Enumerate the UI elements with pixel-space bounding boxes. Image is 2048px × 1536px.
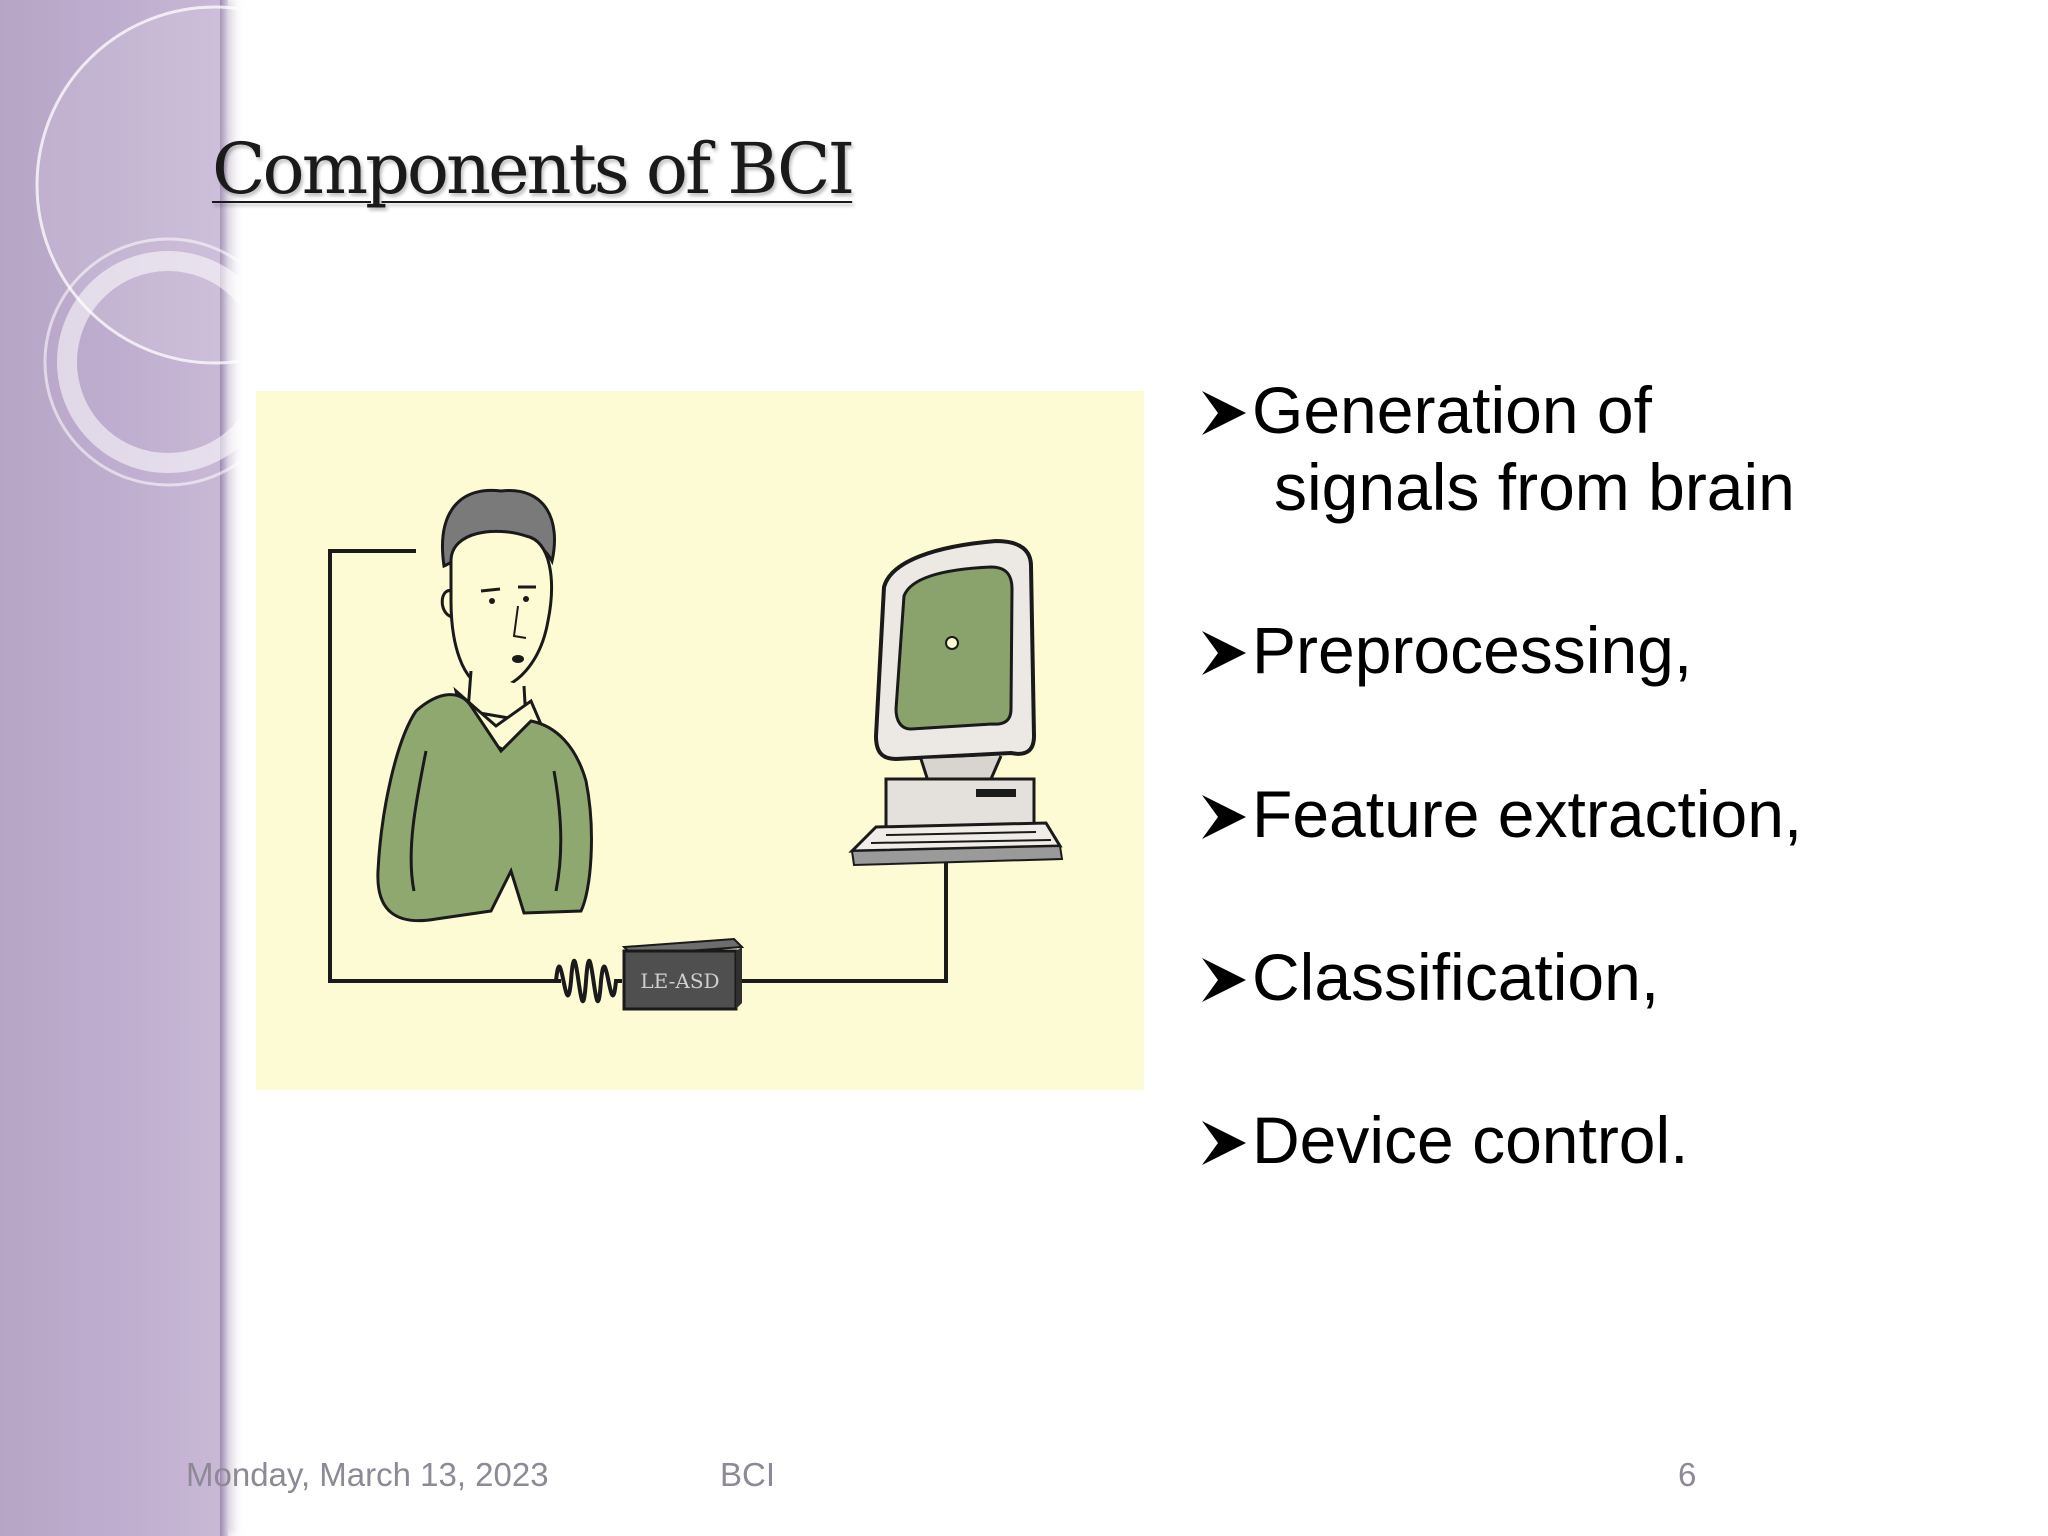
bullet-text: Feature extraction,: [1252, 776, 1803, 851]
arrowhead-bullet-icon: [1202, 631, 1246, 676]
arrowhead-bullet-icon: [1202, 391, 1246, 435]
bullet-list: Generation of signals from brain Preproc…: [1200, 372, 1892, 1265]
bullet-item-classification: Classification,: [1200, 939, 1892, 1016]
computer-icon: [848, 538, 1064, 867]
bullet-text: Generation of: [1252, 373, 1652, 447]
signal-wire-right: [742, 851, 948, 983]
arrowhead-bullet-icon: [1202, 794, 1246, 839]
signal-wire-left: [328, 549, 561, 983]
bullet-text: Classification,: [1252, 939, 1660, 1014]
ring-outer: [43, 237, 240, 487]
bci-illustration: LE-ASD: [256, 391, 1144, 1090]
arrowhead-bullet-icon: [1202, 1121, 1246, 1166]
person-icon: [376, 488, 593, 923]
large-circle-outline: [35, 5, 240, 365]
bullet-item-feature-extraction: Feature extraction,: [1200, 776, 1892, 853]
footer-page-number: 6: [1678, 1456, 1697, 1493]
bullet-item-signal-generation: Generation of signals from brain: [1200, 372, 1892, 526]
decorative-circles: [35, 5, 240, 487]
bullet-text: Device control.: [1252, 1103, 1689, 1178]
bullet-text-continued: signals from brain: [1274, 450, 1795, 525]
bullet-item-preprocessing: Preprocessing,: [1200, 612, 1892, 689]
footer-date: Monday, March 13, 2023: [186, 1456, 549, 1493]
slide-title: Components of BCI: [212, 128, 855, 210]
band-edge-shadow: [220, 0, 228, 1536]
arrowhead-bullet-icon: [1202, 957, 1246, 1002]
bullet-item-device-control: Device control.: [1200, 1102, 1892, 1179]
amplifier-label: LE-ASD: [640, 969, 719, 993]
amplifier-box: LE-ASD: [621, 937, 745, 1011]
footer-title: BCI: [720, 1456, 776, 1493]
brain-signal-wave: [554, 958, 618, 1004]
ring-thick: [57, 251, 240, 473]
bullet-text: Preprocessing,: [1252, 613, 1693, 688]
